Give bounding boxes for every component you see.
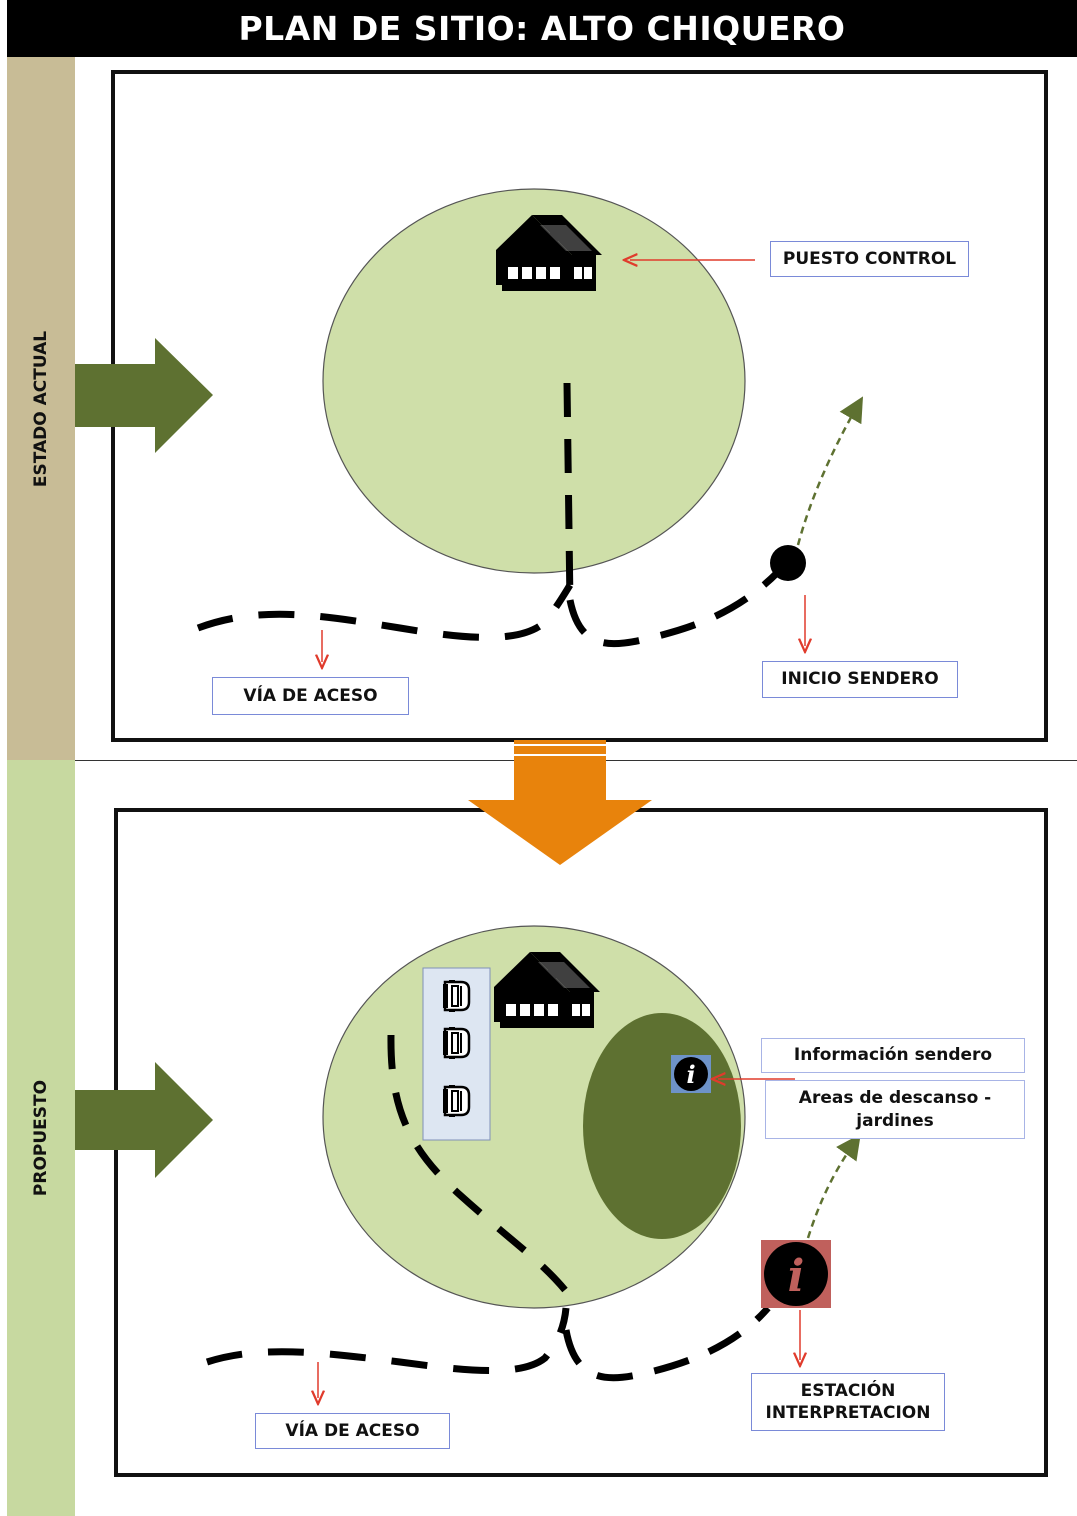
rest-area-gardens — [583, 1013, 741, 1239]
label-informacion-sendero: Información sendero — [761, 1038, 1025, 1073]
arrow-right-icon — [75, 338, 213, 453]
label-inicio-sendero: INICIO SENDERO — [762, 661, 958, 698]
car-icon — [441, 1025, 471, 1061]
info-icon: i — [671, 1055, 711, 1093]
trailhead-marker — [770, 545, 806, 581]
site-area-current — [322, 188, 746, 574]
arrow-down-icon — [468, 740, 652, 865]
label-puesto-control: PUESTO CONTROL — [770, 241, 969, 277]
label-via-acceso-current: VÍA DE ACESO — [212, 677, 409, 715]
info-icon: i — [761, 1240, 831, 1308]
car-icon — [441, 1083, 471, 1119]
svg-text:i: i — [686, 1060, 695, 1089]
svg-text:i: i — [788, 1251, 805, 1302]
section-band-current: ESTADO ACTUAL — [7, 57, 75, 760]
page-title: PLAN DE SITIO: ALTO CHIQUERO — [7, 0, 1077, 57]
access-road-current — [196, 583, 573, 641]
arrow-right-icon — [75, 1062, 213, 1178]
label-via-acceso-proposed: VÍA DE ACESO — [255, 1413, 450, 1449]
label-estacion-interpretacion: ESTACIÓN INTERPRETACION — [751, 1373, 945, 1431]
label-areas-descanso: Areas de descanso - jardines — [765, 1080, 1025, 1139]
access-road-proposed — [205, 1307, 570, 1375]
section-band-proposed: PROPUESTO — [7, 760, 75, 1516]
car-icon — [441, 978, 471, 1014]
